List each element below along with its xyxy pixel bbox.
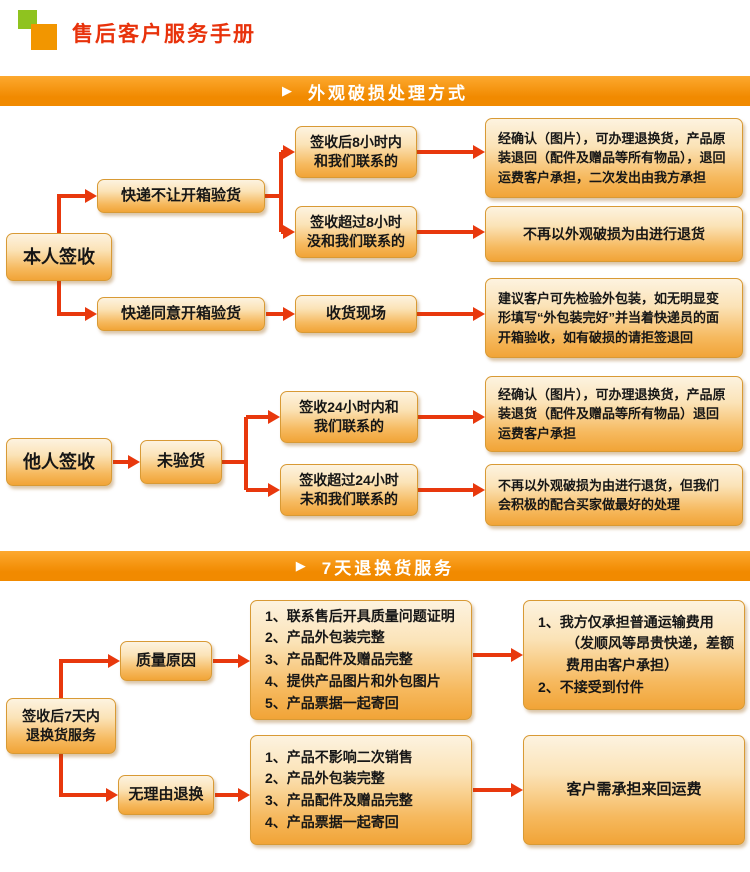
requirement-item: 1、联系售后开具质量问题证明 [265,607,455,624]
triangle-bullet-icon: ▶ [282,83,292,98]
no-reason-requirements-box: 1、产品不影响二次销售 2、产品外包装完整 3、产品配件及赠品完整 4、产品票据… [250,735,472,845]
requirement-item: 1、产品不影响二次销售 [265,748,413,765]
connector-arrowheads [85,145,523,802]
requirement-item: 3、产品配件及赠品完整 [265,651,413,668]
node-other-sign: 他人签收 [6,438,112,486]
quality-requirements-box: 1、联系售后开具质量问题证明 2、产品外包装完整 3、产品配件及赠品完整 4、提… [250,600,472,720]
section-banner-returns: ▶ 7天退换货服务 [0,551,750,581]
node-courier-no-open: 快递不让开箱验货 [97,179,265,213]
connector-lines [57,150,512,797]
logo-orange-square-icon [31,24,57,50]
node-no-contact-24h: 签收超过24小时 未和我们联系的 [280,464,418,516]
banner-damage-label: 外观破损处理方式 [308,83,468,103]
node-contact-within-8h: 签收后8小时内 和我们联系的 [295,126,417,178]
node-not-inspected: 未验货 [140,440,222,484]
requirement-item: 2、产品外包装完整 [265,770,385,787]
triangle-bullet-icon: ▶ [295,558,306,573]
requirement-item: 2、产品外包装完整 [265,629,385,646]
node-receiving-site: 收货现场 [295,295,417,333]
result-no-return-8h: 不再以外观破损为由进行退货 [485,206,743,262]
requirement-item: 4、提供产品图片和外包图片 [265,672,441,689]
page-header: 售后客户服务手册 [0,0,750,70]
result-item: 1、我方仅承担普通运输费用（发顺风等昂贵快递，差额费用由客户承担） [538,613,734,673]
node-self-sign: 本人签收 [6,233,112,281]
section-banner-damage: ▶ 外观破损处理方式 [0,76,750,106]
result-site-advice: 建议客户可先检验外包装，如无明显变形填写“外包装完好”并当着快递员的面开箱验收，… [485,278,743,358]
no-reason-result-box: 客户需承担来回运费 [523,735,745,845]
node-quality-reason: 质量原因 [120,641,212,681]
result-exchange-8h: 经确认（图片），可办理退换货，产品原装退回（配件及赠品等所有物品），退回运费客户… [485,118,743,198]
requirement-item: 3、产品配件及赠品完整 [265,792,413,808]
node-within-7days: 签收后7天内 退换货服务 [6,698,116,754]
node-no-reason: 无理由退换 [118,775,214,815]
page-title: 售后客户服务手册 [72,23,256,46]
banner-returns-label: 7天退换货服务 [321,558,455,578]
quality-result-box: 1、我方仅承担普通运输费用（发顺风等昂贵快递，差额费用由客户承担） 2、不接受到… [523,600,745,710]
node-courier-agree-open: 快递同意开箱验货 [97,297,265,331]
node-no-contact-8h: 签收超过8小时 没和我们联系的 [295,206,417,258]
brand-logo-icon [18,10,64,56]
result-item: 2、不接受到付件 [538,678,644,695]
requirement-item: 4、产品票据一起寄回 [265,813,399,830]
requirement-item: 5、产品票据一起寄回 [265,694,399,711]
result-exchange-24h: 经确认（图片），可办理退换货，产品原装退货（配件及赠品等所有物品）退回运费客户承… [485,376,743,452]
result-no-return-24h: 不再以外观破损为由进行退货，但我们会积极的配合买家做最好的处理 [485,464,743,526]
node-contact-within-24h: 签收24小时内和 我们联系的 [280,391,418,443]
